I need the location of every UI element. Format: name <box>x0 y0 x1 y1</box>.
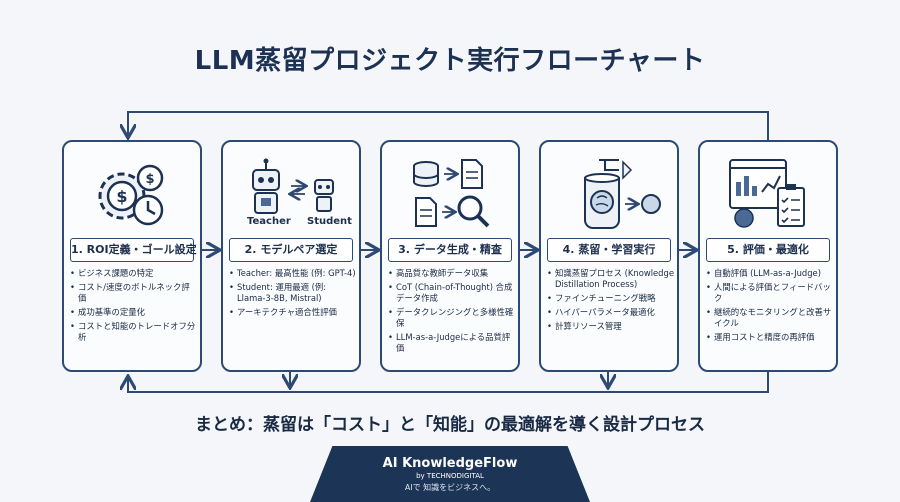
step-title-1: 1. ROI定義・ゴール設定 <box>70 238 197 262</box>
bullet: 自動評価 (LLM-as-a-Judge) <box>706 268 834 279</box>
gear-dollar-clock-icon: $ $ <box>98 164 164 226</box>
step-card-4: 4. 蒸留・学習実行 知識蒸留プロセス (Knowledge Distillat… <box>539 140 679 372</box>
bullet: 高品質な教師データ収集 <box>388 268 516 279</box>
summary-text: まとめ：蒸留は「コスト」と「知能」の最適解を導く設計プロセス <box>195 415 705 435</box>
brain-flask-icon <box>584 159 661 229</box>
footer-brand: AI KnowledgeFlow <box>382 456 518 471</box>
step-title-2: 2. モデルペア選定 <box>229 238 353 262</box>
step-title-3: 3. データ生成・精査 <box>388 238 512 262</box>
bullet: Teacher: 最高性能 (例: GPT-4) <box>229 268 357 279</box>
footer-banner: AI KnowledgeFlow by TECHNODIGITAL AIで 知識… <box>310 446 590 502</box>
step-card-3: 3. データ生成・精査 高品質な教師データ収集 CoT (Chain-of-Th… <box>380 140 520 372</box>
database-documents-search-icon <box>413 159 490 228</box>
bullet: ビジネス課題の特定 <box>70 268 198 279</box>
step-bullets-1: ビジネス課題の特定 コスト/速度のボトルネック評価 成功基準の定量化 コストと知… <box>70 268 198 346</box>
dashboard-checklist-icon <box>729 159 805 228</box>
bullet: データクレンジングと多様性確保 <box>388 307 516 329</box>
bullet: LLM-as-a-Judgeによる品質評価 <box>388 332 516 354</box>
bullet: 運用コストと精度の再評価 <box>706 332 834 343</box>
step-card-1: $ $ 1. ROI定義・ゴール設定 ビジネス課題の特定 コスト/速度のボトルネ… <box>62 140 202 372</box>
step-bullets-5: 自動評価 (LLM-as-a-Judge) 人間による評価とフィードバック 継続… <box>706 268 834 346</box>
step-card-2: Teacher Student 2. モデルペア選定 Teacher: 最高性能… <box>221 140 361 372</box>
bullet: Student: 運用最適 (例: Llama-3-8B, Mistral) <box>229 282 357 304</box>
step-title-4: 4. 蒸留・学習実行 <box>547 238 671 262</box>
bullet: ファインチューニング戦略 <box>547 293 675 304</box>
bullet: CoT (Chain-of-Thought) 合成データ作成 <box>388 282 516 304</box>
svg-text:$: $ <box>145 172 154 187</box>
bullet: ハイパーパラメータ最適化 <box>547 307 675 318</box>
bottom-loop-arrow <box>128 372 769 393</box>
bullet: 継続的なモニタリングと改善サイクル <box>706 307 834 329</box>
step-bullets-4: 知識蒸留プロセス (Knowledge Distillation Process… <box>547 268 675 335</box>
footer-by: by TECHNODIGITAL <box>416 472 484 480</box>
top-loop-arrow <box>128 111 769 140</box>
bullet: 知識蒸留プロセス (Knowledge Distillation Process… <box>547 268 675 290</box>
bullet: 人間による評価とフィードバック <box>706 282 834 304</box>
student-label: Student <box>307 216 352 227</box>
teacher-student-robots-icon <box>252 158 334 214</box>
teacher-label: Teacher <box>247 216 291 227</box>
svg-text:$: $ <box>116 187 127 206</box>
step-title-5: 5. 評価・最適化 <box>706 238 830 262</box>
bullet: アーキテクチャ適合性評価 <box>229 307 357 318</box>
step-card-5: 5. 評価・最適化 自動評価 (LLM-as-a-Judge) 人間による評価と… <box>698 140 838 372</box>
step-bullets-3: 高品質な教師データ収集 CoT (Chain-of-Thought) 合成データ… <box>388 268 516 357</box>
bullet: 計算リソース管理 <box>547 321 675 332</box>
footer-tagline: AIで 知識をビジネスへ。 <box>404 483 496 492</box>
bullet: 成功基準の定量化 <box>70 307 198 318</box>
bullet: コストと知能のトレードオフ分析 <box>70 321 198 343</box>
page-title: LLM蒸留プロジェクト実行フローチャート <box>194 46 706 76</box>
step-bullets-2: Teacher: 最高性能 (例: GPT-4) Student: 運用最適 (… <box>229 268 357 321</box>
bullet: コスト/速度のボトルネック評価 <box>70 282 198 304</box>
